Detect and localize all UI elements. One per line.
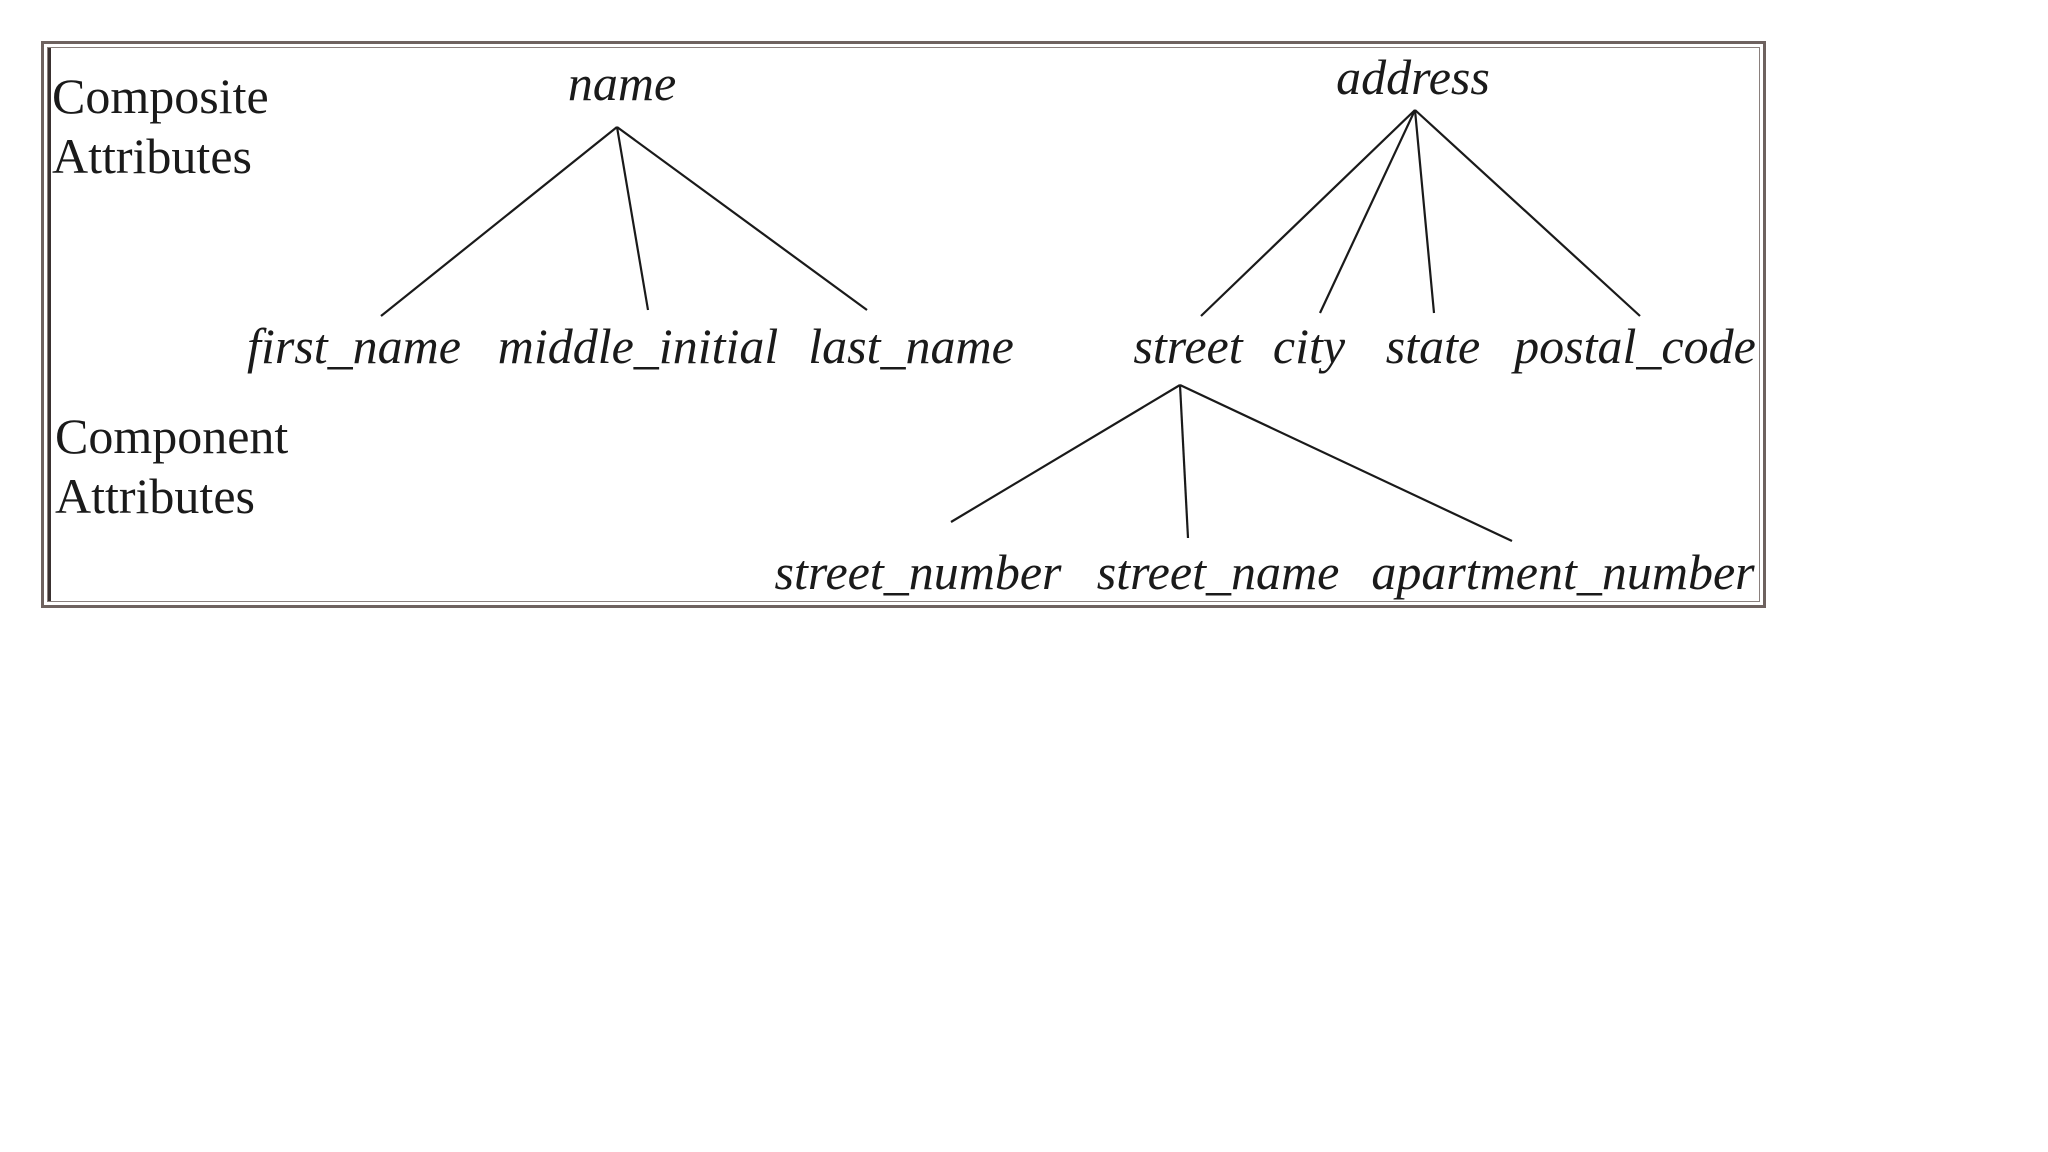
node-street-number: street_number <box>774 544 1062 600</box>
component-label-line2: Attributes <box>55 468 255 524</box>
node-street: street <box>1133 318 1243 374</box>
node-last-name: last_name <box>808 318 1014 374</box>
composite-label-line2: Attributes <box>52 128 252 184</box>
node-first-name: first_name <box>247 318 461 374</box>
node-name: name <box>567 55 677 111</box>
node-middle-initial: middle_initial <box>497 318 779 374</box>
component-attributes-label: Component Attributes <box>55 406 288 526</box>
node-apartment-number: apartment_number <box>1371 544 1755 600</box>
node-street-name: street_name <box>1096 544 1340 600</box>
node-postal-code: postal_code <box>1514 318 1756 374</box>
composite-label-line1: Composite <box>52 68 269 124</box>
node-city: city <box>1272 318 1346 374</box>
node-address: address <box>1336 49 1490 105</box>
composite-attributes-label: Composite Attributes <box>52 66 269 186</box>
node-state: state <box>1385 318 1481 374</box>
component-label-line1: Component <box>55 408 289 464</box>
